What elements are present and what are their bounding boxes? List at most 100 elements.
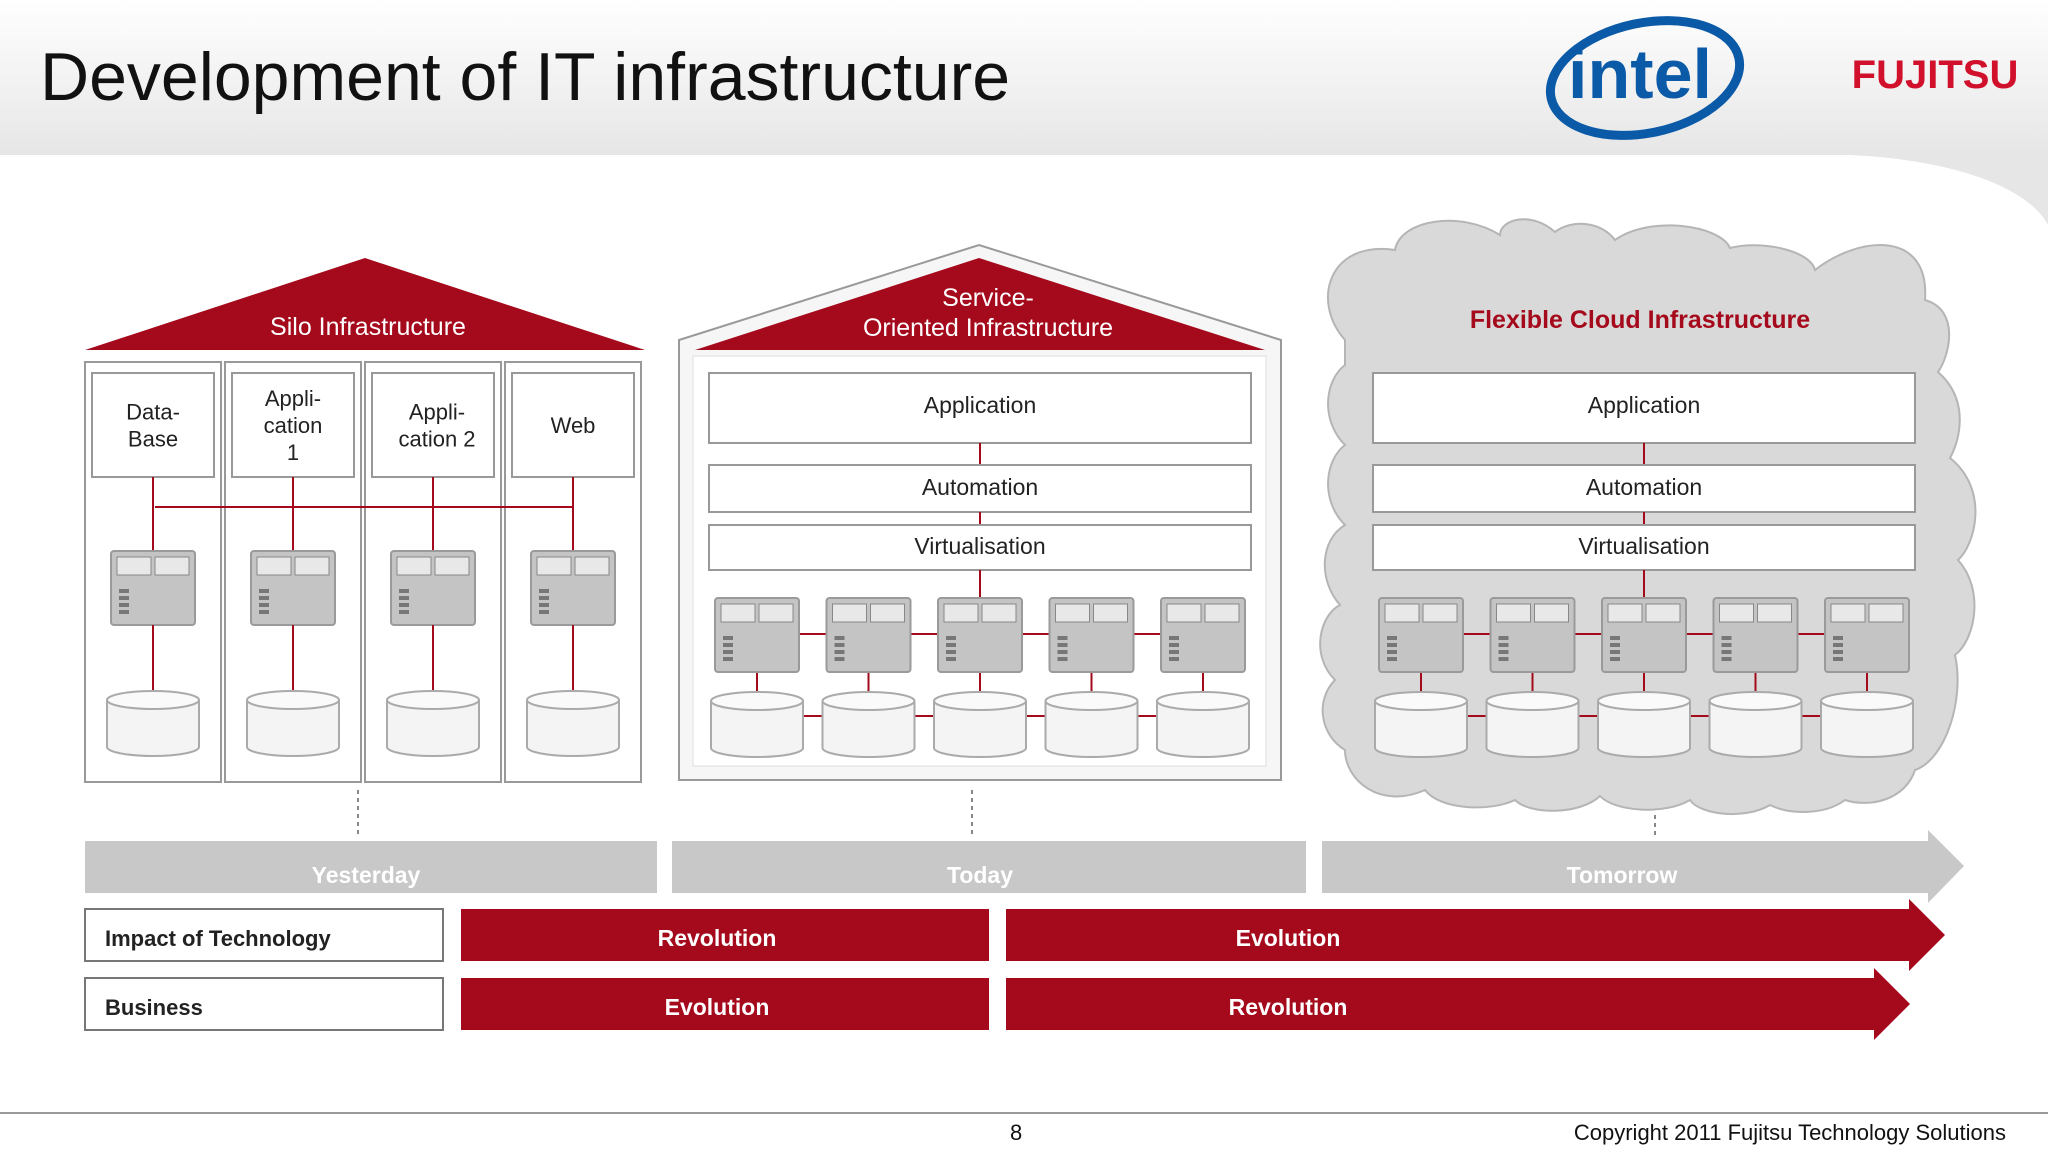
disk-body [1708,701,1803,758]
server-drive-bay [758,603,794,623]
business-label-box [84,977,444,1031]
header-swoosh [1850,155,2048,225]
server-drive-bay [1830,603,1866,623]
soa-virtualisation-box [708,524,1252,571]
server-vent [1721,636,1732,640]
server-vent [399,596,409,600]
silo-app-label: Data- [126,400,180,425]
cloud-virtualisation-box [1372,524,1916,571]
cloud-disk-icon [1597,691,1691,758]
disk-body [1597,701,1691,758]
server-drive-bay [294,556,330,576]
server-vent [834,636,845,640]
server-drive-bay [1719,603,1754,623]
timeline-yesterday-bar [85,841,657,893]
cloud-server-icon [1712,597,1799,673]
disk-top [1374,691,1468,711]
silo-app-label: Appli- [265,386,321,411]
silo-app-label: 1 [287,440,299,465]
server-drive-bay [1093,603,1128,623]
server-vent [539,596,549,600]
business-right-arrow [1006,968,1910,1040]
intel-logo: intel [1545,16,1745,140]
server-vent [1387,643,1397,647]
silo-app-box [511,372,635,478]
server-drive-bay [116,556,152,576]
server-vent [946,650,956,654]
server-vent [1057,643,1068,647]
server-vent [1057,636,1068,640]
cloud-automation-label: Automation [1586,474,1702,500]
cloud-server-icon [1378,597,1464,673]
server-vent [1721,650,1732,654]
server-drive-bay [256,556,292,576]
disk-top [1708,691,1803,711]
copyright-text: Copyright 2011 Fujitsu Technology Soluti… [1573,1120,2006,1145]
cloud-disk-icon [1820,691,1914,758]
server-vent [723,650,733,654]
cloud-application-label: Application [1588,392,1701,418]
soa-label: Oriented Infrastructure [863,314,1113,342]
server-vent [1169,636,1179,640]
silo-app-box [371,372,495,478]
soa-server-icon [825,597,912,673]
server-vent [1610,643,1620,647]
soa-disk-icon [1156,691,1250,758]
soa-server-icon [1048,597,1135,673]
impact-label-box [84,908,444,962]
server-drive-bay [434,556,470,576]
cloud-server-icon [1824,597,1910,673]
disk-top [106,690,200,710]
server-vent [1169,657,1179,661]
disk-top [1597,691,1691,711]
disk-body [933,701,1027,758]
server-vent [1498,657,1509,661]
server-vent [1169,643,1179,647]
server-vent [259,596,269,600]
disk-top [933,691,1027,711]
server-drive-bay [396,556,432,576]
soa-application-label: Application [924,392,1037,418]
cloud-disk-icon [1485,691,1580,758]
disk-body [1156,701,1250,758]
server-vent [834,643,845,647]
soa-automation-box [708,464,1252,513]
cloud-virtualisation-label: Virtualisation [1578,533,1709,559]
fujitsu-logo: FUJITSU [1852,53,2019,97]
silo-app-label: cation [264,413,323,438]
disk-body [1820,701,1914,758]
cloud-disk-icon [1708,691,1803,758]
cloud-label: Flexible Cloud Infrastructure [1470,306,1810,334]
server-drive-bay [981,603,1017,623]
soa-automation-label: Automation [922,474,1038,500]
disk-body [1044,701,1139,758]
server-vent [539,589,549,593]
silo-app-label: Appli- [409,400,465,425]
server-vent [1169,650,1179,654]
disk-top [526,690,620,710]
server-vent [1610,657,1620,661]
server-vent [259,603,269,607]
server-drive-bay [1384,603,1420,623]
disk-body [246,700,340,757]
server-vent [834,650,845,654]
silo-server-icon [390,550,476,626]
disk-body [710,701,804,758]
server-vent [259,610,269,614]
server-vent [1833,636,1843,640]
disk-top [821,691,916,711]
timeline-today-bar [672,841,1306,893]
server-drive-bay [574,556,610,576]
disk-top [246,690,340,710]
business-right-label: Revolution [1229,994,1348,1020]
server-vent [119,596,129,600]
soa-disk-icon [933,691,1027,758]
soa-roof [695,258,1265,350]
timeline-yesterday-label: Yesterday [312,862,421,888]
server-drive-bay [1204,603,1240,623]
server-vent [1498,650,1509,654]
server-vent [1387,636,1397,640]
server-drive-bay [1166,603,1202,623]
business-left-label: Evolution [665,994,770,1020]
